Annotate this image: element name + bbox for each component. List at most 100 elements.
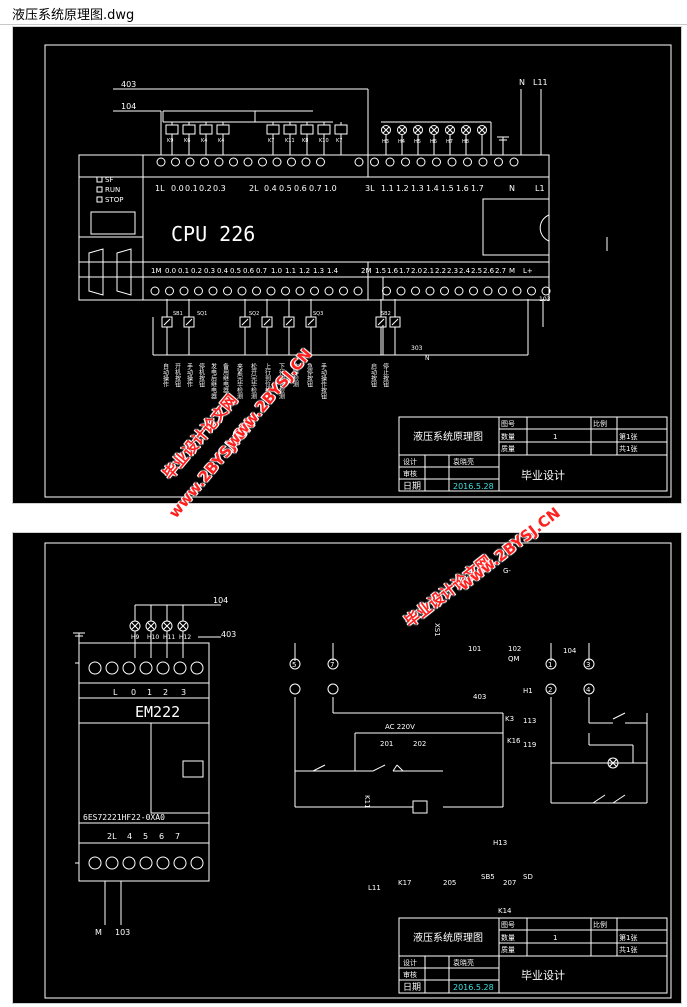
relay-coil — [334, 124, 348, 135]
circuit-terminal-number: 7 — [330, 661, 334, 669]
plc-top-terminal-label: 0.0 — [171, 184, 184, 193]
plc-bottom-terminal — [396, 286, 406, 296]
inner-frame-2 — [44, 542, 672, 999]
plc-bottom-terminal — [454, 286, 464, 296]
net-label-n: N — [425, 355, 430, 362]
em222-bottom-terminal — [173, 856, 187, 870]
plc-top-terminal-label: 0.1 — [185, 184, 198, 193]
circuit-terminal — [545, 658, 557, 670]
plc-bottom-terminal-label: 1.0 — [271, 267, 282, 275]
plc-top-terminal — [214, 157, 224, 167]
plc-bottom-terminal — [541, 286, 551, 296]
contactor-coil-km — [412, 800, 428, 814]
em222-door — [150, 722, 210, 814]
tb2-designer: 袁晓亮 — [453, 958, 474, 967]
tb2-total: 共1张 — [619, 945, 637, 954]
em222-top-terminal — [122, 661, 136, 675]
indicator-lamp — [381, 125, 391, 135]
plc-top-terminal — [478, 157, 488, 167]
title-block-1 — [398, 416, 668, 492]
plc-top-terminal — [301, 157, 311, 167]
wire-label-l11: L11 — [533, 78, 548, 87]
em222-top-terminal-label: 3 — [181, 688, 186, 697]
plc-bottom-terminal-label: 1.7 — [399, 267, 410, 275]
plc-bottom-terminal — [295, 286, 305, 296]
plc-bottom-terminal — [281, 286, 290, 296]
plc-bottom-terminal — [324, 286, 334, 296]
input-description: 下行到位检测 — [278, 363, 285, 400]
relay-label: K4 — [218, 138, 224, 144]
tb2-qty-value: 1 — [553, 934, 557, 942]
relay-coil — [165, 124, 179, 135]
circuit-label: K16 — [507, 737, 521, 745]
plc-model: CPU 226 — [171, 222, 255, 246]
tb1-weight-label: 质量 — [501, 444, 515, 453]
tb1-drawing-name: 液压系统原理图 — [413, 430, 483, 443]
em222-part-number: 6ES72221HF22-0XA0 — [83, 813, 165, 822]
circuit-terminal-number: 3 — [586, 661, 590, 669]
plc-top-terminal-label: 1.3 — [411, 184, 424, 193]
plc-bottom-terminal — [150, 286, 160, 296]
relay-label: K4 — [201, 138, 207, 144]
em-wire-103: 103 — [115, 928, 130, 937]
window-title: 液压系统原理图.dwg — [12, 8, 135, 23]
plc-top-terminal-label: 0.7 — [309, 184, 322, 193]
wire-label-403: 403 — [121, 80, 136, 89]
circuit-terminal-number: 2 — [548, 686, 552, 694]
em-wire-m: M — [95, 928, 102, 937]
circuit-label: 403 — [473, 693, 486, 701]
plc-bottom-terminal-label: 2.4 — [459, 267, 471, 275]
plc-bottom-terminal — [527, 286, 536, 296]
circuit-label: K17 — [398, 879, 412, 887]
circuit-label: AC 220V — [385, 723, 415, 731]
em222-top-terminal — [190, 661, 204, 675]
circuit-label: 202 — [413, 740, 426, 748]
drawing-sheet-plc: 403 104 N L11 SF RUN STOP CPU 226 303 N … — [12, 26, 682, 504]
em222-top-terminal — [173, 661, 187, 675]
em222-bottom-terminal-label: 7 — [175, 832, 180, 841]
circuit-terminal-number: 4 — [586, 686, 591, 694]
circuit-label: L11 — [368, 884, 381, 892]
plc-bottom-terminal-label: 1.6 — [387, 267, 399, 275]
plc-bottom-terminal — [310, 286, 319, 296]
plc-bottom-terminal — [411, 286, 420, 296]
indicator-lamp-h1 — [607, 757, 619, 769]
plc-top-terminal-label: 1L — [155, 184, 165, 193]
plc-bottom-terminal-label: 0.2 — [191, 267, 202, 275]
circuit-terminal — [327, 683, 339, 695]
input-label: SB1 — [173, 311, 183, 317]
plc-bottom-terminal-label: 1.2 — [299, 267, 310, 275]
relay-coil — [266, 124, 280, 135]
em222-bottom-terminal-label: 5 — [143, 832, 148, 841]
em222-bottom-terminal-label: 4 — [127, 832, 132, 841]
tb1-sheet: 第1张 — [619, 432, 637, 441]
title-block-2 — [398, 917, 668, 994]
circuit-terminal — [289, 658, 301, 670]
control-circuit-diagram: 104 403 M 103 EM222 6ES72221HF22-0XA0 H9… — [44, 542, 672, 999]
circuit-terminal — [545, 683, 557, 695]
plc-top-terminal-label: 0.6 — [294, 184, 307, 193]
plc-bottom-terminal-label: 1.5 — [375, 267, 386, 275]
status-run: RUN — [105, 186, 120, 194]
wire-label-104: 104 — [121, 102, 136, 111]
em222-bottom-terminal-label: 2L — [107, 832, 117, 841]
plc-top-terminal-label: N — [509, 184, 515, 193]
em222-top-terminal — [139, 661, 153, 675]
plc-bottom-terminal-label: 2.6 — [483, 267, 495, 275]
indicator-lamp — [397, 125, 407, 135]
indicator-lamp — [429, 125, 439, 135]
lamp-label: H3 — [382, 139, 389, 145]
input-description: 备用继电器 — [222, 362, 229, 394]
plc-bottom-terminal-label: 1.3 — [313, 267, 324, 275]
em222-lamp-label: H9 — [131, 634, 140, 641]
relay-label: K10 — [319, 138, 329, 144]
plc-bottom-terminal — [425, 286, 435, 296]
plc-bottom-terminal — [208, 286, 218, 296]
plc-top-terminal — [185, 157, 195, 167]
plc-bottom-terminal-label: 0.4 — [217, 267, 229, 275]
input-label: SB2 — [381, 311, 391, 317]
input-description: 自动操作 — [162, 362, 169, 388]
tb2-weight-label: 质量 — [501, 945, 515, 954]
plc-top-terminal — [385, 157, 395, 167]
plc-top-terminal-label: 0.5 — [279, 184, 292, 193]
